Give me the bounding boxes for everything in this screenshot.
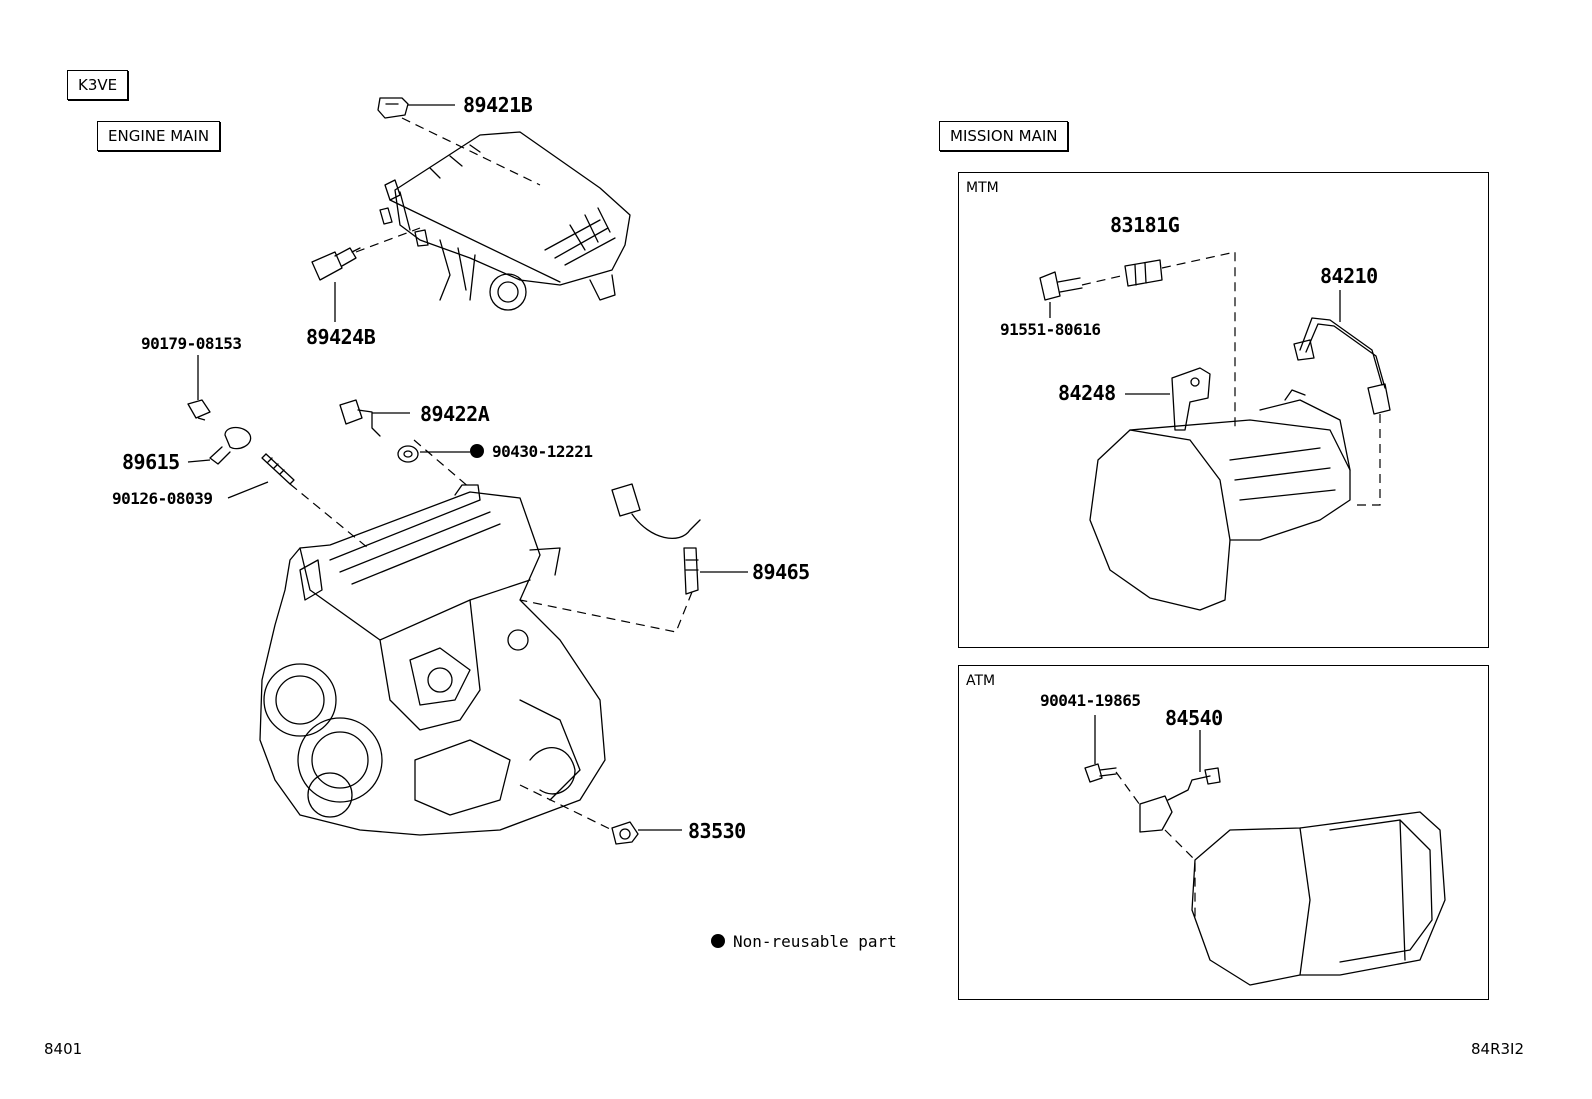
manual-transmission-drawing [1089, 389, 1351, 611]
mtm-panel [958, 172, 1489, 648]
sensor-89421b-drawing [377, 97, 409, 119]
non-reusable-dot-icon [470, 444, 484, 458]
part-90430-12221[interactable]: 90430-12221 [470, 442, 593, 461]
part-90041-19865[interactable]: 90041-19865 [1040, 691, 1141, 710]
part-84540[interactable]: 84540 [1165, 706, 1223, 730]
mtm-label: MTM [966, 180, 999, 196]
part-89421b[interactable]: 89421B [463, 93, 533, 117]
part-89615[interactable]: 89615 [122, 450, 180, 474]
bracket-84248-drawing [1171, 367, 1211, 431]
temp-sensor-89422a-drawing [339, 399, 419, 463]
model-tag: K3VE [67, 70, 129, 100]
speed-sensor-83181g-drawing [1039, 259, 1163, 301]
footer-right-code: 84R3I2 [1471, 1040, 1525, 1058]
engine-main-tag: ENGINE MAIN [97, 121, 221, 151]
oxygen-sensor-89465-drawing [611, 483, 701, 595]
part-83530[interactable]: 83530 [688, 819, 746, 843]
part-90179-08153[interactable]: 90179-08153 [141, 334, 242, 353]
intake-manifold-drawing [379, 131, 631, 311]
footer-left-code: 8401 [44, 1040, 83, 1058]
part-89422a[interactable]: 89422A [420, 402, 490, 426]
non-reusable-legend: Non-reusable part [711, 932, 897, 951]
part-84248[interactable]: 84248 [1058, 381, 1116, 405]
mission-main-tag: MISSION MAIN [939, 121, 1069, 151]
atm-label: ATM [966, 673, 996, 689]
legend-dot-icon [711, 934, 725, 948]
part-84210[interactable]: 84210 [1320, 264, 1378, 288]
cable-84210-drawing [1293, 317, 1391, 415]
knock-sensor-89615-drawing [187, 399, 295, 485]
atm-panel [958, 665, 1489, 1000]
part-83181g[interactable]: 83181G [1110, 213, 1180, 237]
automatic-transmission-drawing [1191, 811, 1446, 986]
part-90126-08039[interactable]: 90126-08039 [112, 489, 213, 508]
sensor-89424b-drawing [311, 247, 361, 281]
part-90430-label: 90430-12221 [492, 442, 593, 461]
part-89465[interactable]: 89465 [752, 560, 810, 584]
switch-84540-drawing [1084, 763, 1221, 833]
part-89424b[interactable]: 89424B [306, 325, 376, 349]
legend-text: Non-reusable part [733, 932, 897, 951]
oil-switch-83530-drawing [611, 821, 639, 845]
engine-block-drawing [259, 484, 606, 836]
part-91551-80616[interactable]: 91551-80616 [1000, 320, 1101, 339]
